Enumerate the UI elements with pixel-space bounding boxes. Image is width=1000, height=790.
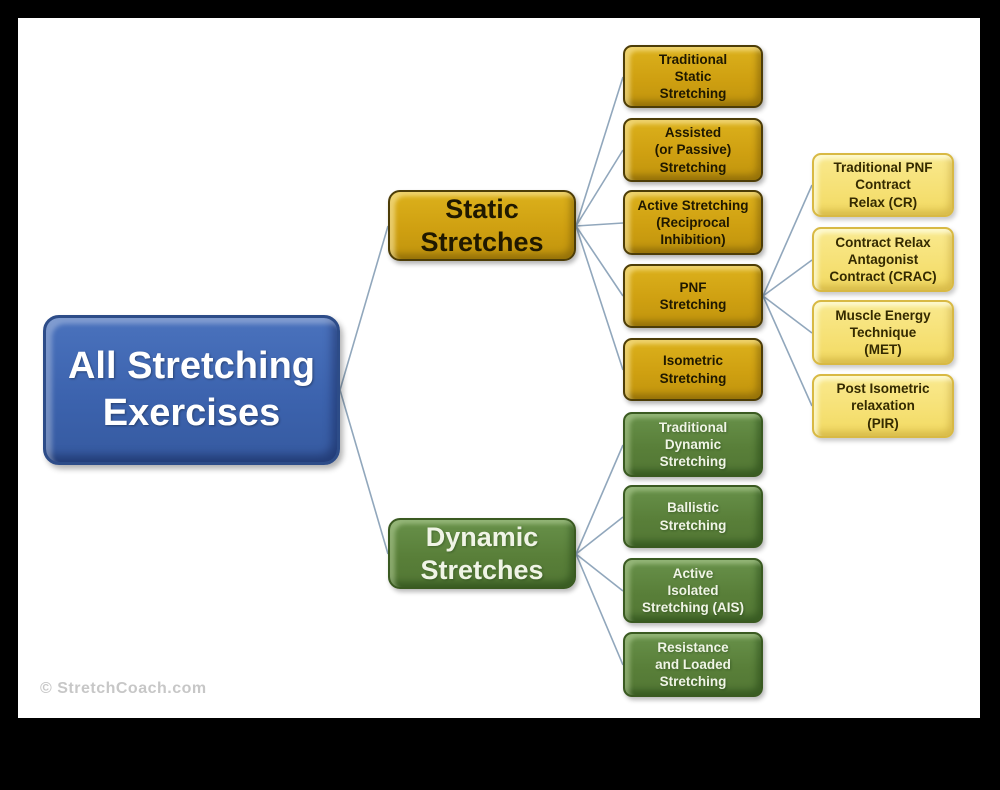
node-dynamic-stretches: Dynamic Stretches — [388, 518, 576, 589]
node-resistance-and-loaded-stretching: Resistance and Loaded Stretching — [623, 632, 763, 697]
node-muscle-energy-technique-met: Muscle Energy Technique (MET) — [812, 300, 954, 365]
node-pnf-stretching: PNF Stretching — [623, 264, 763, 328]
node-active-stretching-reciprocal-inhibition: Active Stretching (Reciprocal Inhibition… — [623, 190, 763, 255]
node-traditional-dynamic-stretching: Traditional Dynamic Stretching — [623, 412, 763, 477]
node-active-isolated-stretching-ais: Active Isolated Stretching (AIS) — [623, 558, 763, 623]
node-contract-relax-antagonist-contract-crac: Contract Relax Antagonist Contract (CRAC… — [812, 227, 954, 292]
node-post-isometric-relaxation-pir: Post Isometric relaxation (PIR) — [812, 374, 954, 438]
node-traditional-static-stretching: Traditional Static Stretching — [623, 45, 763, 108]
node-static-stretches: Static Stretches — [388, 190, 576, 261]
node-all-stretching-exercises: All Stretching Exercises — [43, 315, 340, 465]
node-assisted-passive-stretching: Assisted (or Passive) Stretching — [623, 118, 763, 182]
node-traditional-pnf-contract-relax-cr: Traditional PNF Contract Relax (CR) — [812, 153, 954, 217]
watermark-stretchcoach: © StretchCoach.com — [40, 680, 207, 697]
node-isometric-stretching: Isometric Stretching — [623, 338, 763, 401]
node-ballistic-stretching: Ballistic Stretching — [623, 485, 763, 548]
